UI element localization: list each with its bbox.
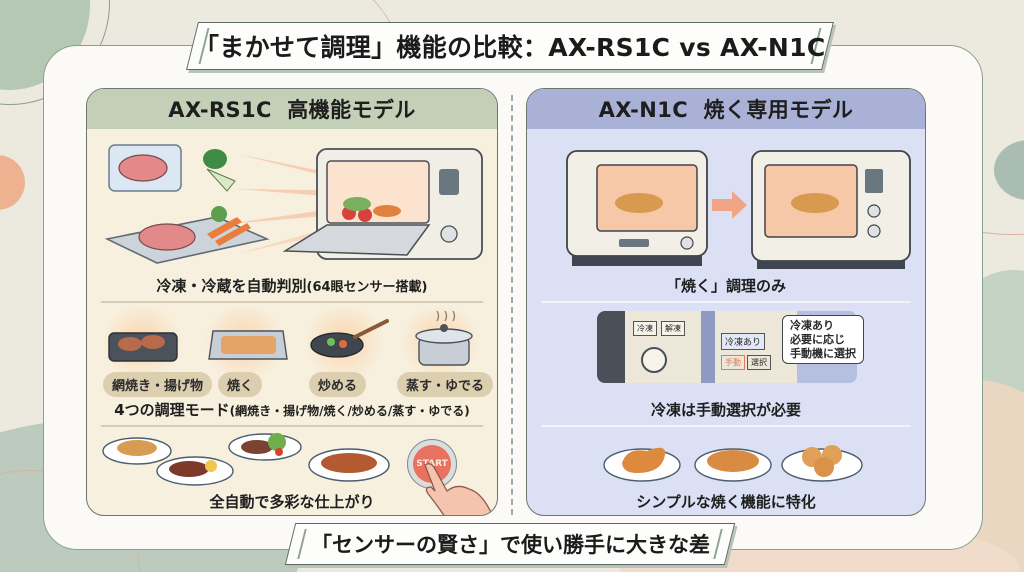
footer-banner: 「センサーの賢さ」で使い勝手に大きな差	[284, 523, 736, 565]
steak-dish-icon	[156, 456, 234, 486]
panel-ax-n1c: AX-N1C 焼く専用モデル 「焼く」調理のみ 冷	[526, 88, 926, 516]
callout-line: 手動機に選択	[790, 346, 856, 360]
grill-pan-icon	[108, 332, 178, 362]
oven-large-icon	[751, 150, 911, 269]
baking-tray-icon	[208, 330, 288, 360]
oven-small-icon	[566, 150, 708, 266]
stew-dish-icon	[308, 448, 390, 482]
pointing-hand-icon	[424, 463, 493, 515]
dial-knob[interactable]	[641, 347, 667, 373]
banner-stripe	[713, 529, 723, 559]
pot-icon	[415, 311, 473, 366]
panel-separator	[511, 95, 513, 515]
banner-stripe	[297, 529, 307, 559]
divider	[541, 425, 911, 427]
mode-pill-bake: 焼く	[218, 372, 263, 397]
caption-cooking-modes: 4つの調理モード(網焼き・揚げ物/焼く/炒める/蒸す・ゆでる)	[87, 399, 497, 420]
title-banner: 「まかせて調理」機能の比較：AX-RS1C vs AX-N1C	[186, 22, 834, 70]
start-button[interactable]: START	[407, 439, 457, 489]
manual-button[interactable]: 手動	[721, 355, 745, 370]
caption-full-auto: 全自動で多彩な仕上がり	[209, 493, 375, 511]
cooking-modes-illustration	[108, 311, 473, 366]
pasta-dish-icon	[102, 437, 172, 465]
bread-rolls-icon	[781, 445, 863, 482]
caption-auto-detect: 冷凍・冷蔵を自動判別(64眼センサー搭載)	[87, 275, 497, 296]
mode-pill-steam: 蒸す・ゆでる	[397, 372, 494, 397]
caption-bake-only: 「焼く」調理のみ	[665, 277, 786, 295]
tray-with-food-icon	[104, 206, 270, 264]
panel-ax-rs1c: AX-RS1C 高機能モデル	[86, 88, 498, 516]
caption-bake-specialized: シンプルな焼く機能に特化	[636, 493, 816, 511]
callout-line: 冷凍あり	[790, 319, 834, 332]
roast-chicken-icon	[603, 447, 681, 482]
divider	[541, 301, 911, 303]
vegetable-icon	[203, 149, 236, 192]
caption-note: (網焼き・揚げ物/焼く/炒める/蒸す・ゆでる)	[229, 404, 470, 418]
control-buttons: 冷凍 解凍	[633, 321, 685, 336]
caption-manual-frozen: 冷凍は手動選択が必要	[650, 401, 801, 419]
auto-sensing-illustration	[104, 144, 483, 264]
arrow-right-icon	[712, 191, 747, 219]
mode-pill-stir-fry: 炒める	[309, 372, 367, 397]
bake-only-illustration	[566, 150, 911, 269]
caption-note: (64眼センサー搭載)	[306, 280, 428, 295]
finished-dishes-illustration	[102, 433, 390, 486]
bg-blob	[994, 140, 1024, 200]
caption-text: 4つの調理モード	[114, 401, 230, 419]
microwave-oven-icon	[282, 148, 483, 260]
divider	[101, 301, 483, 303]
mode-pill-grill: 網焼き・揚げ物	[103, 372, 213, 397]
page-title: 「まかせて調理」機能の比較：AX-RS1C vs AX-N1C	[194, 33, 826, 62]
baked-foods-illustration	[603, 445, 863, 482]
callout-bubble: 冷凍あり 必要に応じ 手動機に選択	[782, 315, 864, 365]
caption-text: 冷凍・冷蔵を自動判別	[156, 277, 307, 295]
footer-summary: 「センサーの賢さ」で使い勝手に大きな差	[310, 533, 710, 557]
frozen-button[interactable]: 冷凍	[633, 321, 657, 336]
select-button[interactable]: 選択	[747, 355, 771, 370]
salad-steak-dish-icon	[228, 433, 302, 461]
frozen-meat-icon	[108, 144, 182, 192]
divider	[101, 425, 483, 427]
wok-icon	[310, 319, 389, 358]
panel-header-ax-rs1c: AX-RS1C 高機能モデル	[87, 89, 497, 129]
defrost-button[interactable]: 解凍	[661, 321, 685, 336]
frozen-available-button[interactable]: 冷凍あり	[721, 333, 766, 350]
panel-header-ax-n1c: AX-N1C 焼く専用モデル	[527, 89, 925, 129]
bg-blob	[0, 155, 25, 210]
bread-loaf-icon	[694, 448, 772, 482]
callout-line: 必要に応じ	[790, 332, 845, 346]
